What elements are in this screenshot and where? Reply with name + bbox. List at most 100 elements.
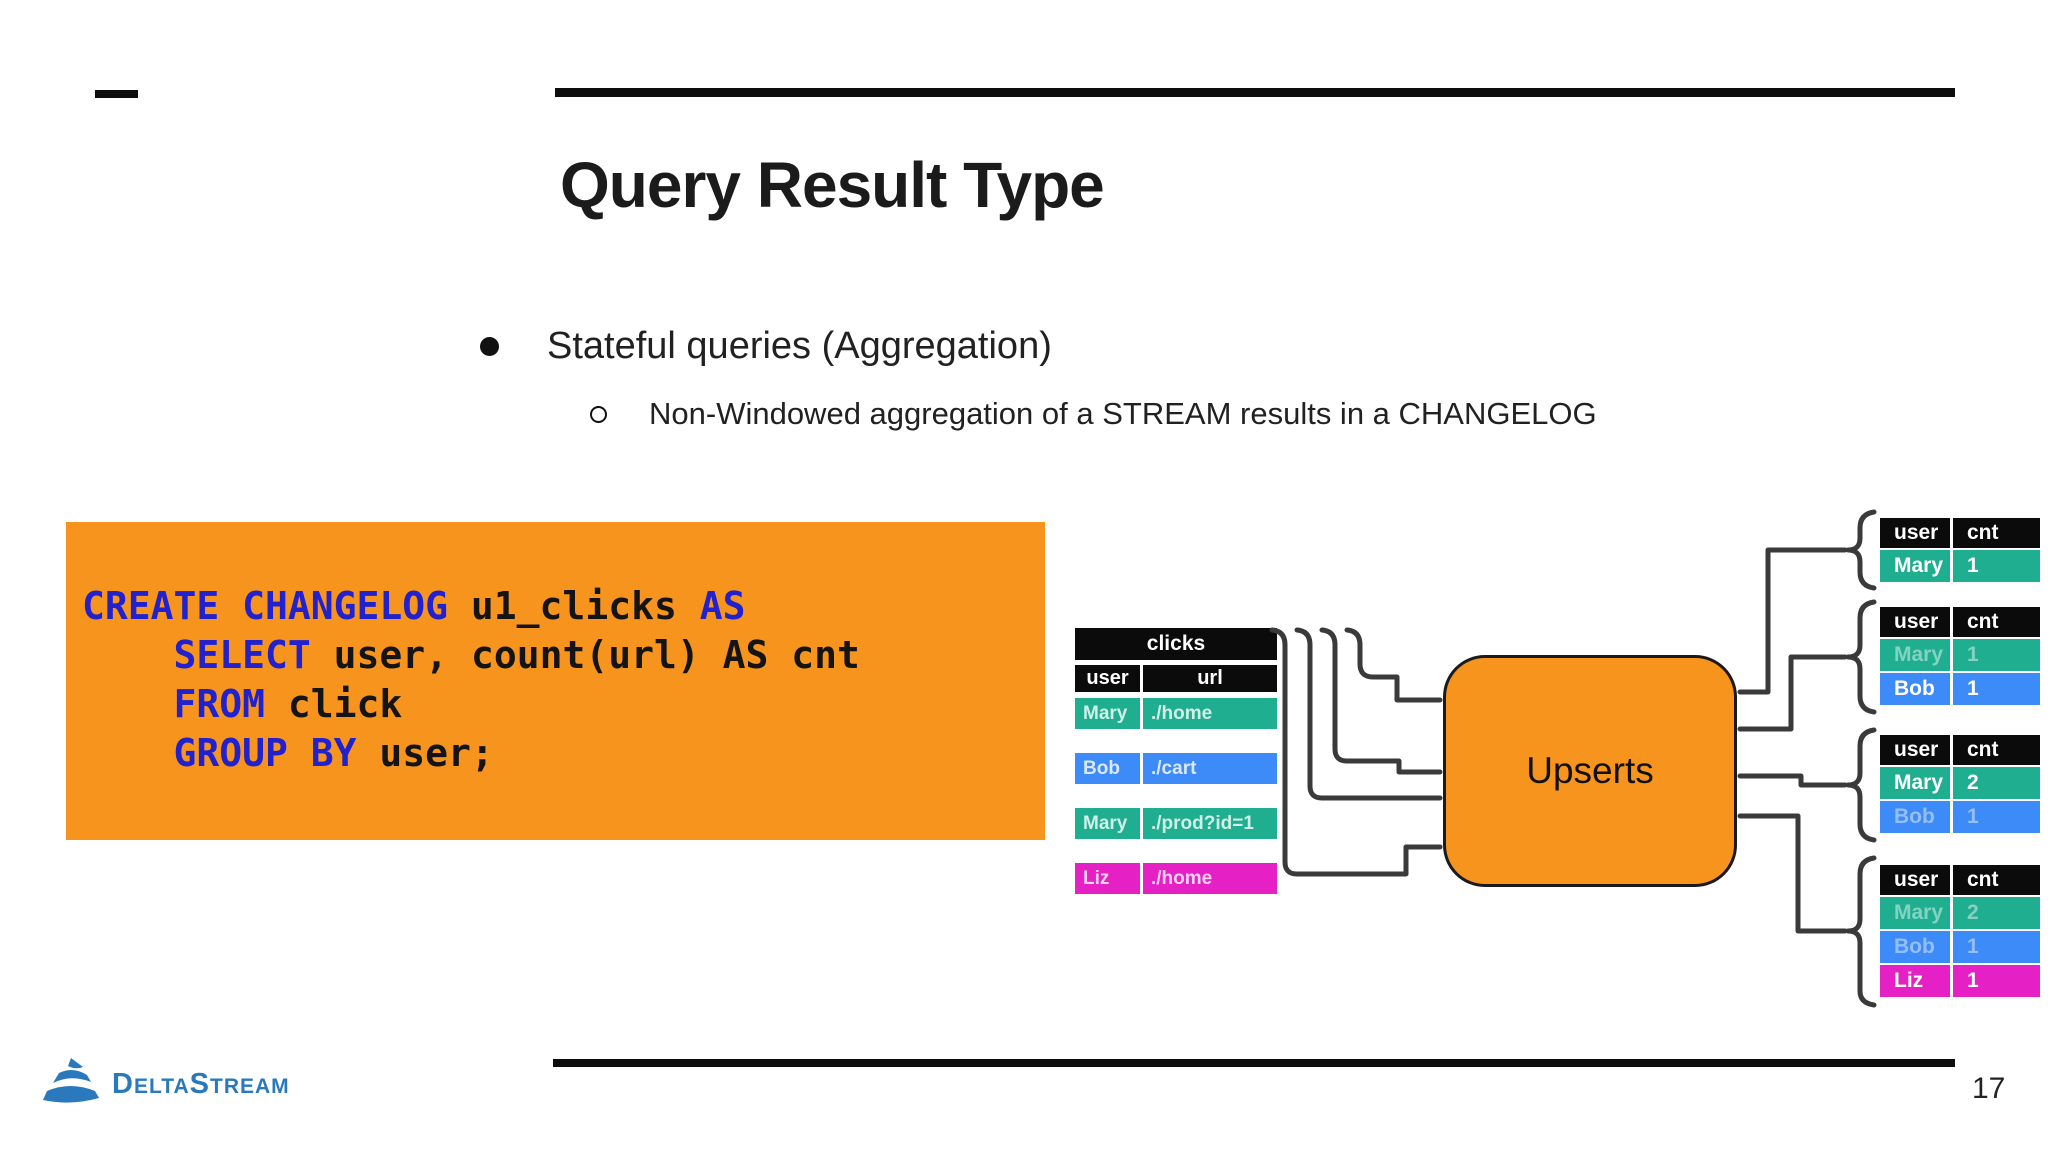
source-cell-url: ./home [1143, 863, 1277, 894]
bullet-sub-text: Non-Windowed aggregation of a STREAM res… [649, 396, 1597, 431]
source-cell-user: Mary [1075, 808, 1140, 839]
result-cell-user: Mary [1880, 767, 1950, 799]
result-cell-user: Liz [1880, 965, 1950, 997]
deltastream-logo-text: DELTASTREAM [112, 1067, 290, 1100]
result-cell-user: Mary [1880, 550, 1950, 582]
result-cell-cnt: 2 [1953, 767, 2040, 799]
result-cell-cnt: 1 [1953, 965, 2040, 997]
page-number: 17 [1972, 1072, 2006, 1105]
bullet-sub: Non-Windowed aggregation of a STREAM res… [590, 396, 1597, 432]
upserts-box: Upserts [1443, 655, 1737, 887]
bottom-rule [553, 1059, 1955, 1067]
code-text [82, 731, 174, 775]
result-brace-1 [1845, 509, 1877, 591]
source-table-row: Liz./home [1075, 863, 1277, 894]
left-bracket-1 [1344, 627, 1443, 703]
source-column-header-user: user [1075, 665, 1140, 692]
code-text: user, count(url) AS cnt [310, 633, 860, 677]
source-table-row: Bob./cart [1075, 753, 1277, 784]
result-column-header-user: user [1880, 607, 1950, 637]
result-cell-cnt: 1 [1953, 550, 2040, 582]
code-text: user; [356, 731, 494, 775]
code-line: FROM click [82, 680, 1045, 729]
code-keyword: FROM [173, 682, 266, 726]
code-keyword: AS [699, 584, 746, 628]
code-keyword: CREATE CHANGELOG [82, 584, 449, 628]
code-text: click [265, 682, 403, 726]
result-brace-2 [1845, 599, 1877, 715]
result-cell-user: Mary [1880, 897, 1950, 929]
right-connector-1 [1737, 547, 1848, 695]
result-cell-cnt: 1 [1953, 673, 2040, 705]
bullet-main-text: Stateful queries (Aggregation) [547, 325, 1052, 367]
top-rule [555, 88, 1955, 97]
bullet-main: Stateful queries (Aggregation) [480, 325, 1052, 368]
left-bracket-3 [1294, 627, 1443, 801]
source-cell-url: ./prod?id=1 [1143, 808, 1277, 839]
result-cell-user: Bob [1880, 673, 1950, 705]
source-cell-url: ./home [1143, 698, 1277, 729]
result-column-header-user: user [1880, 518, 1950, 548]
result-column-header-cnt: cnt [1953, 865, 2040, 895]
result-cell-cnt: 2 [1953, 897, 2040, 929]
right-connector-3 [1737, 773, 1848, 788]
result-column-header-cnt: cnt [1953, 518, 2040, 548]
page-title: Query Result Type [560, 149, 1105, 221]
source-table-title: clicks [1075, 628, 1277, 660]
source-cell-user: Bob [1075, 753, 1140, 784]
source-table-row: Mary./prod?id=1 [1075, 808, 1277, 839]
code-lines: CREATE CHANGELOG u1_clicks AS SELECT use… [82, 582, 1045, 778]
result-cell-user: Mary [1880, 639, 1950, 671]
code-keyword: SELECT [173, 633, 311, 677]
source-table-row: Mary./home [1075, 698, 1277, 729]
upserts-label: Upserts [1526, 750, 1654, 791]
result-cell-cnt: 1 [1953, 639, 2040, 671]
deltastream-logo-icon [43, 1058, 99, 1103]
code-text [82, 633, 174, 677]
result-brace-3 [1845, 727, 1877, 843]
code-text [82, 682, 174, 726]
result-column-header-user: user [1880, 865, 1950, 895]
top-dash [95, 90, 138, 98]
right-connector-2 [1737, 654, 1848, 732]
source-cell-url: ./cart [1143, 753, 1277, 784]
right-connector-4 [1737, 813, 1848, 934]
deltastream-logo: DELTASTREAM [42, 1056, 290, 1112]
code-line: GROUP BY user; [82, 729, 1045, 778]
code-line: SELECT user, count(url) AS cnt [82, 631, 1045, 680]
result-column-header-user: user [1880, 735, 1950, 765]
result-cell-user: Bob [1880, 931, 1950, 963]
source-column-header-url: url [1143, 665, 1277, 692]
code-text: u1_clicks [448, 584, 700, 628]
result-brace-4 [1845, 855, 1877, 1008]
result-cell-user: Bob [1880, 801, 1950, 833]
source-cell-user: Mary [1075, 698, 1140, 729]
result-column-header-cnt: cnt [1953, 607, 2040, 637]
result-cell-cnt: 1 [1953, 931, 2040, 963]
code-keyword: GROUP BY [173, 731, 357, 775]
bullet-circle-icon [590, 405, 607, 423]
result-cell-cnt: 1 [1953, 801, 2040, 833]
bullet-dot-icon [480, 337, 499, 356]
source-table-header: user url [1075, 665, 1277, 692]
source-cell-user: Liz [1075, 863, 1140, 894]
result-column-header-cnt: cnt [1953, 735, 2040, 765]
